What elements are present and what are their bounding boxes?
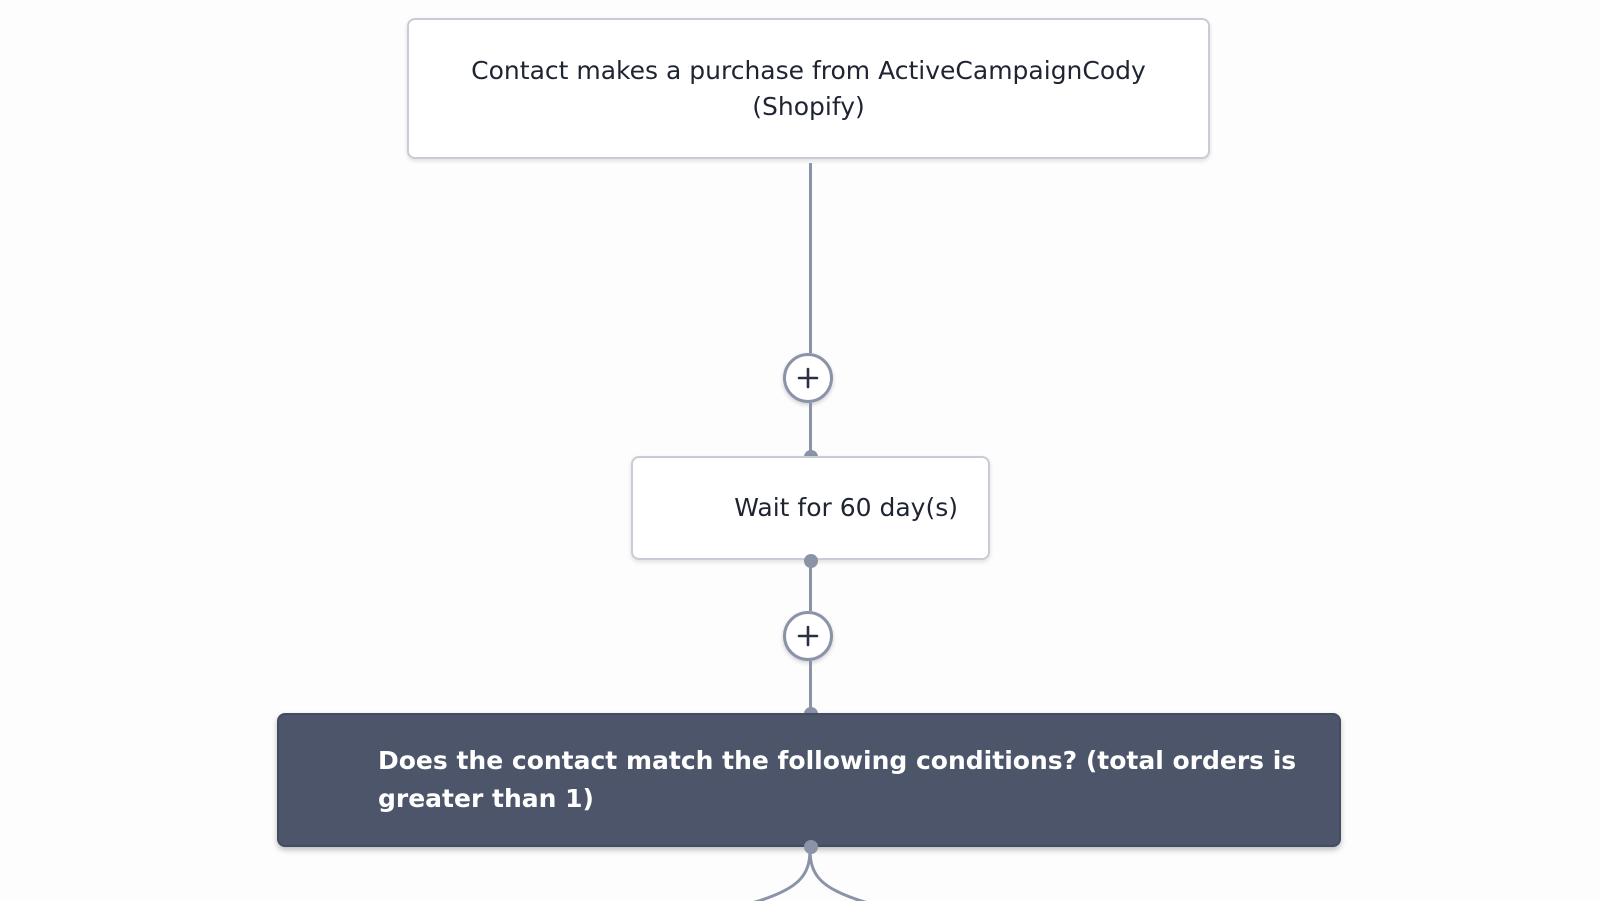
- connector-line: [809, 562, 812, 611]
- connector-line: [809, 403, 812, 456]
- wait-node[interactable]: Wait for 60 day(s): [631, 456, 990, 560]
- connector-line: [809, 163, 812, 353]
- trigger-label: Contact makes a purchase from ActiveCamp…: [471, 55, 1146, 121]
- connector-dot: [803, 554, 818, 568]
- branch-connector: [753, 848, 867, 901]
- condition-label: Does the contact match the following con…: [378, 746, 1297, 813]
- add-step-button[interactable]: [783, 353, 833, 403]
- plus-icon: [797, 367, 819, 389]
- wait-label: Wait for 60 day(s): [734, 493, 958, 522]
- plus-icon: [797, 625, 819, 647]
- connector-line: [809, 661, 812, 713]
- connector-dot: [803, 840, 818, 854]
- add-step-button[interactable]: [783, 611, 833, 661]
- condition-node[interactable]: Does the contact match the following con…: [277, 713, 1341, 847]
- trigger-node[interactable]: Contact makes a purchase from ActiveCamp…: [407, 18, 1210, 159]
